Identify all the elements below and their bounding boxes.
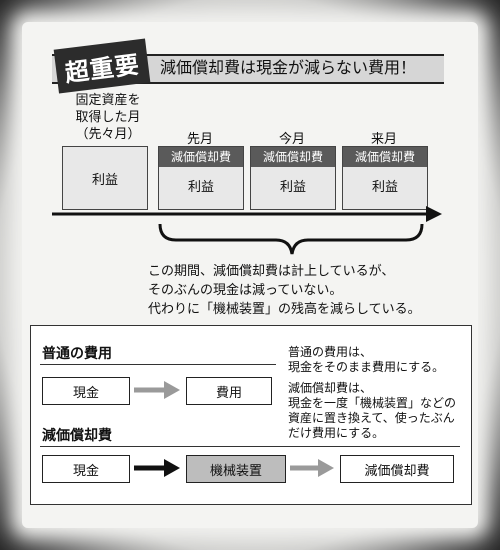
expense-box: 費用 <box>186 377 272 405</box>
cash-box-depreciation: 現金 <box>42 455 130 483</box>
depreciation-bar: 減価償却費 <box>251 147 335 167</box>
headline: 減価償却費は現金が減らない費用！ <box>160 58 417 77</box>
description-line: 現金をそのまま費用にする。 <box>288 360 445 374</box>
timeline-arrowhead <box>426 206 442 222</box>
normal-expense-rule <box>40 364 276 365</box>
machinery-label: 機械装置 <box>209 463 262 479</box>
month-box-last: 減価償却費 利益 <box>158 146 244 210</box>
description-line: 減価償却費は、 <box>288 381 373 395</box>
month-box-this: 減価償却費 利益 <box>250 146 336 210</box>
cash-label: 現金 <box>72 463 99 479</box>
acquisition-label-line: 取得した月 <box>75 110 141 125</box>
expense-label: 費用 <box>215 385 242 401</box>
black-arrow-icon <box>134 459 180 477</box>
period-brace <box>158 223 424 255</box>
note-line: 代わりに「機械装置」の残高を減らしている。 <box>148 302 421 317</box>
period-note: この期間、減価償却費は計上しているが、 そのぶんの現金は減っていない。 代わりに… <box>148 262 468 319</box>
depreciation-bar: 減価償却費 <box>343 147 427 167</box>
normal-expense-description: 普通の費用は、 現金をそのまま費用にする。 <box>288 345 464 375</box>
depreciation-rule <box>40 446 460 447</box>
month-label-last: 先月 <box>186 132 213 147</box>
acquisition-label-line: （先々月） <box>75 127 141 142</box>
acquisition-month-box: 利益 <box>62 146 148 210</box>
month-box-next: 減価償却費 利益 <box>342 146 428 210</box>
note-line: そのぶんの現金は減っていない。 <box>148 283 343 298</box>
gray-arrow-icon <box>290 459 334 477</box>
description-line: だけ費用にする。 <box>288 426 385 440</box>
profit-label: 利益 <box>279 180 306 195</box>
acquisition-label: 固定資産を 取得した月 （先々月） <box>62 92 154 143</box>
depreciation-description: 減価償却費は、 現金を一度「機械装置」などの 資産に置き換えて、使ったぶん だけ… <box>288 381 464 441</box>
description-line: 現金を一度「機械装置」などの <box>288 396 457 410</box>
month-label-this: 今月 <box>278 132 305 147</box>
acquisition-label-line: 固定資産を <box>75 93 141 108</box>
depreciation-title: 減価償却費 <box>42 428 112 444</box>
cash-box: 現金 <box>42 377 130 405</box>
note-line: この期間、減価償却費は計上しているが、 <box>148 264 395 279</box>
normal-expense-title: 普通の費用 <box>42 346 112 362</box>
gray-arrow-icon <box>134 381 180 399</box>
depreciation-expense-box: 減価償却費 <box>340 455 454 483</box>
depreciation-bar: 減価償却費 <box>159 147 243 167</box>
month-label-next: 来月 <box>370 132 397 147</box>
acquisition-profit-label: 利益 <box>91 172 118 188</box>
description-line: 資産に置き換えて、使ったぶん <box>288 411 455 425</box>
profit-label: 利益 <box>371 180 398 195</box>
description-line: 普通の費用は、 <box>288 345 373 359</box>
machinery-box: 機械装置 <box>186 455 286 483</box>
depreciation-expense-label: 減価償却費 <box>364 463 430 479</box>
profit-label: 利益 <box>187 180 214 195</box>
cash-label: 現金 <box>72 385 99 401</box>
